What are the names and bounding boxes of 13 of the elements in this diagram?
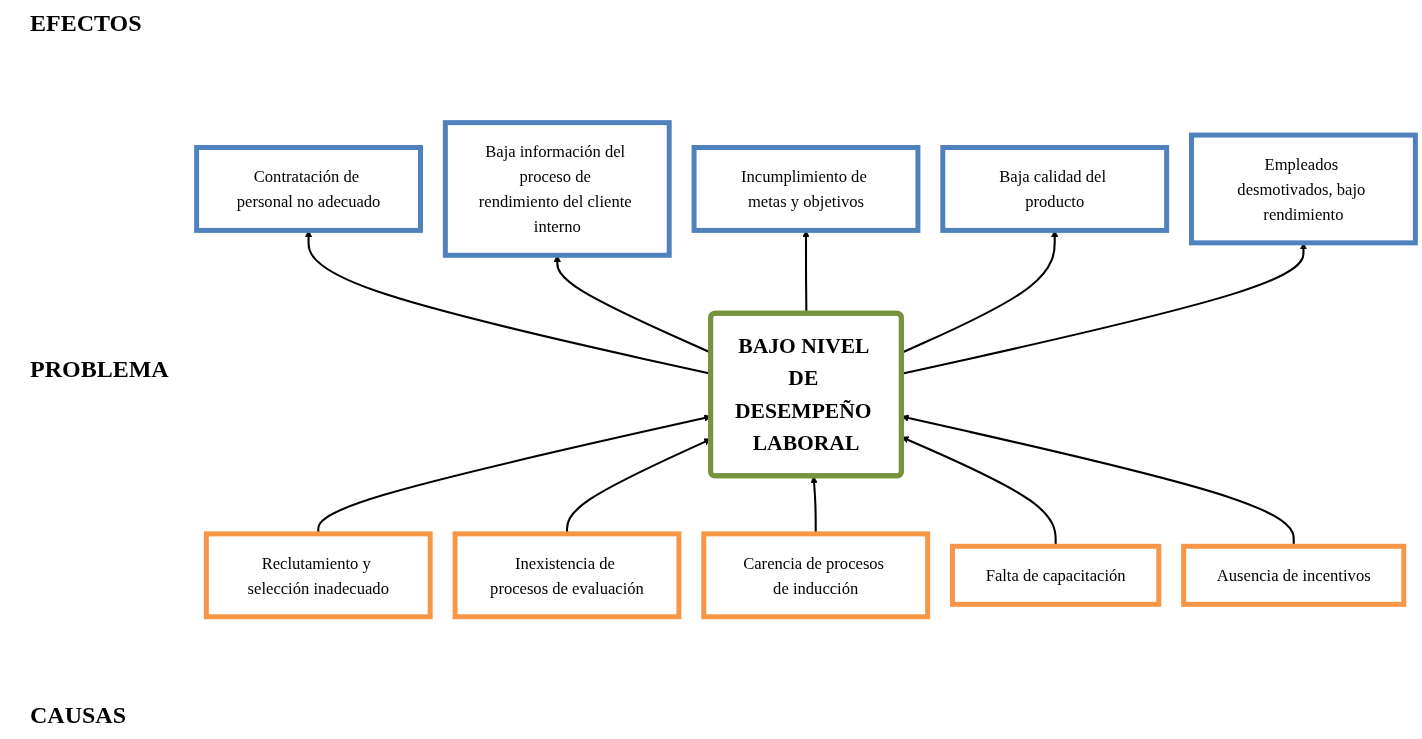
node-box: Baja información del proceso de rendimiento del cliente interno bbox=[442, 119, 672, 258]
node-box: Empleados desmotivados, bajo rendimiento bbox=[1189, 132, 1418, 246]
node-box: Contratación de personal no adecuado bbox=[194, 144, 423, 233]
node-box: Carencia de procesos de inducción bbox=[701, 531, 931, 620]
node-box: Baja calidad del producto bbox=[940, 144, 1170, 233]
node-box: Inexistencia de procesos de evaluación bbox=[452, 531, 682, 620]
node-box: Reclutamiento y selección inadecuado bbox=[203, 531, 433, 620]
node-box: Incumplimiento de metas y objetivos bbox=[691, 144, 921, 233]
node-box: Ausencia de incentivos bbox=[1181, 543, 1407, 607]
node-box: Falta de capacitación bbox=[950, 543, 1162, 607]
row-heading: PROBLEMA bbox=[30, 356, 170, 383]
row-heading: EFECTOS bbox=[30, 10, 143, 37]
row-heading: CAUSAS bbox=[30, 702, 128, 729]
